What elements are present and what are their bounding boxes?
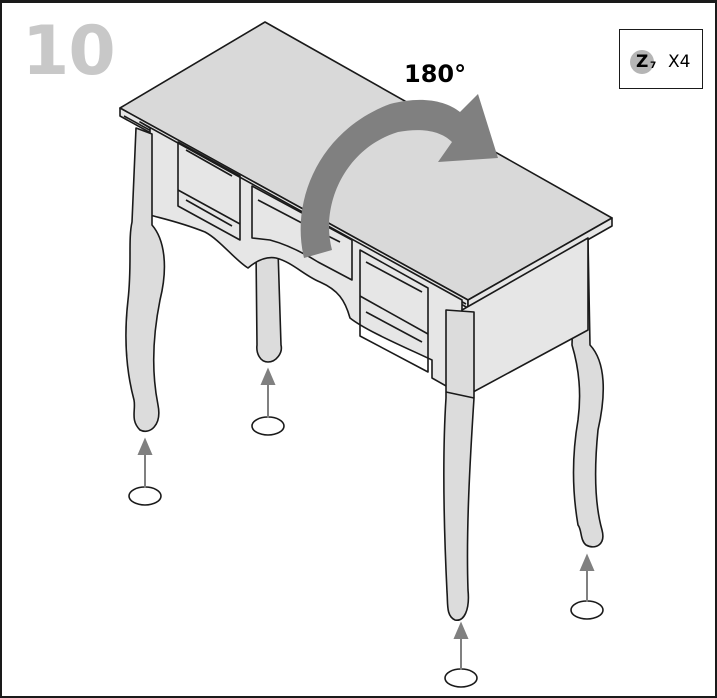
rotation-arrow-icon bbox=[300, 94, 498, 258]
apron-front bbox=[139, 121, 463, 396]
leg-front-right bbox=[442, 309, 475, 621]
part-letter: Z bbox=[636, 52, 649, 72]
rotation-label: 180° bbox=[404, 60, 467, 88]
cubby-openings bbox=[177, 141, 429, 373]
foot-pad-3 bbox=[570, 553, 604, 620]
foot-pad-2 bbox=[251, 367, 285, 436]
foot-pads bbox=[128, 367, 604, 688]
leg-back-left bbox=[255, 249, 283, 363]
part-badge bbox=[630, 50, 654, 74]
part-subscript: 7 bbox=[650, 61, 657, 71]
foot-pad-4 bbox=[444, 621, 478, 688]
step-number: 10 bbox=[22, 12, 116, 91]
parts-box: Z 7 X4 bbox=[619, 29, 703, 89]
leg-front-left bbox=[125, 127, 166, 432]
foot-pad-1 bbox=[128, 437, 162, 506]
part-quantity: X4 bbox=[668, 52, 691, 72]
